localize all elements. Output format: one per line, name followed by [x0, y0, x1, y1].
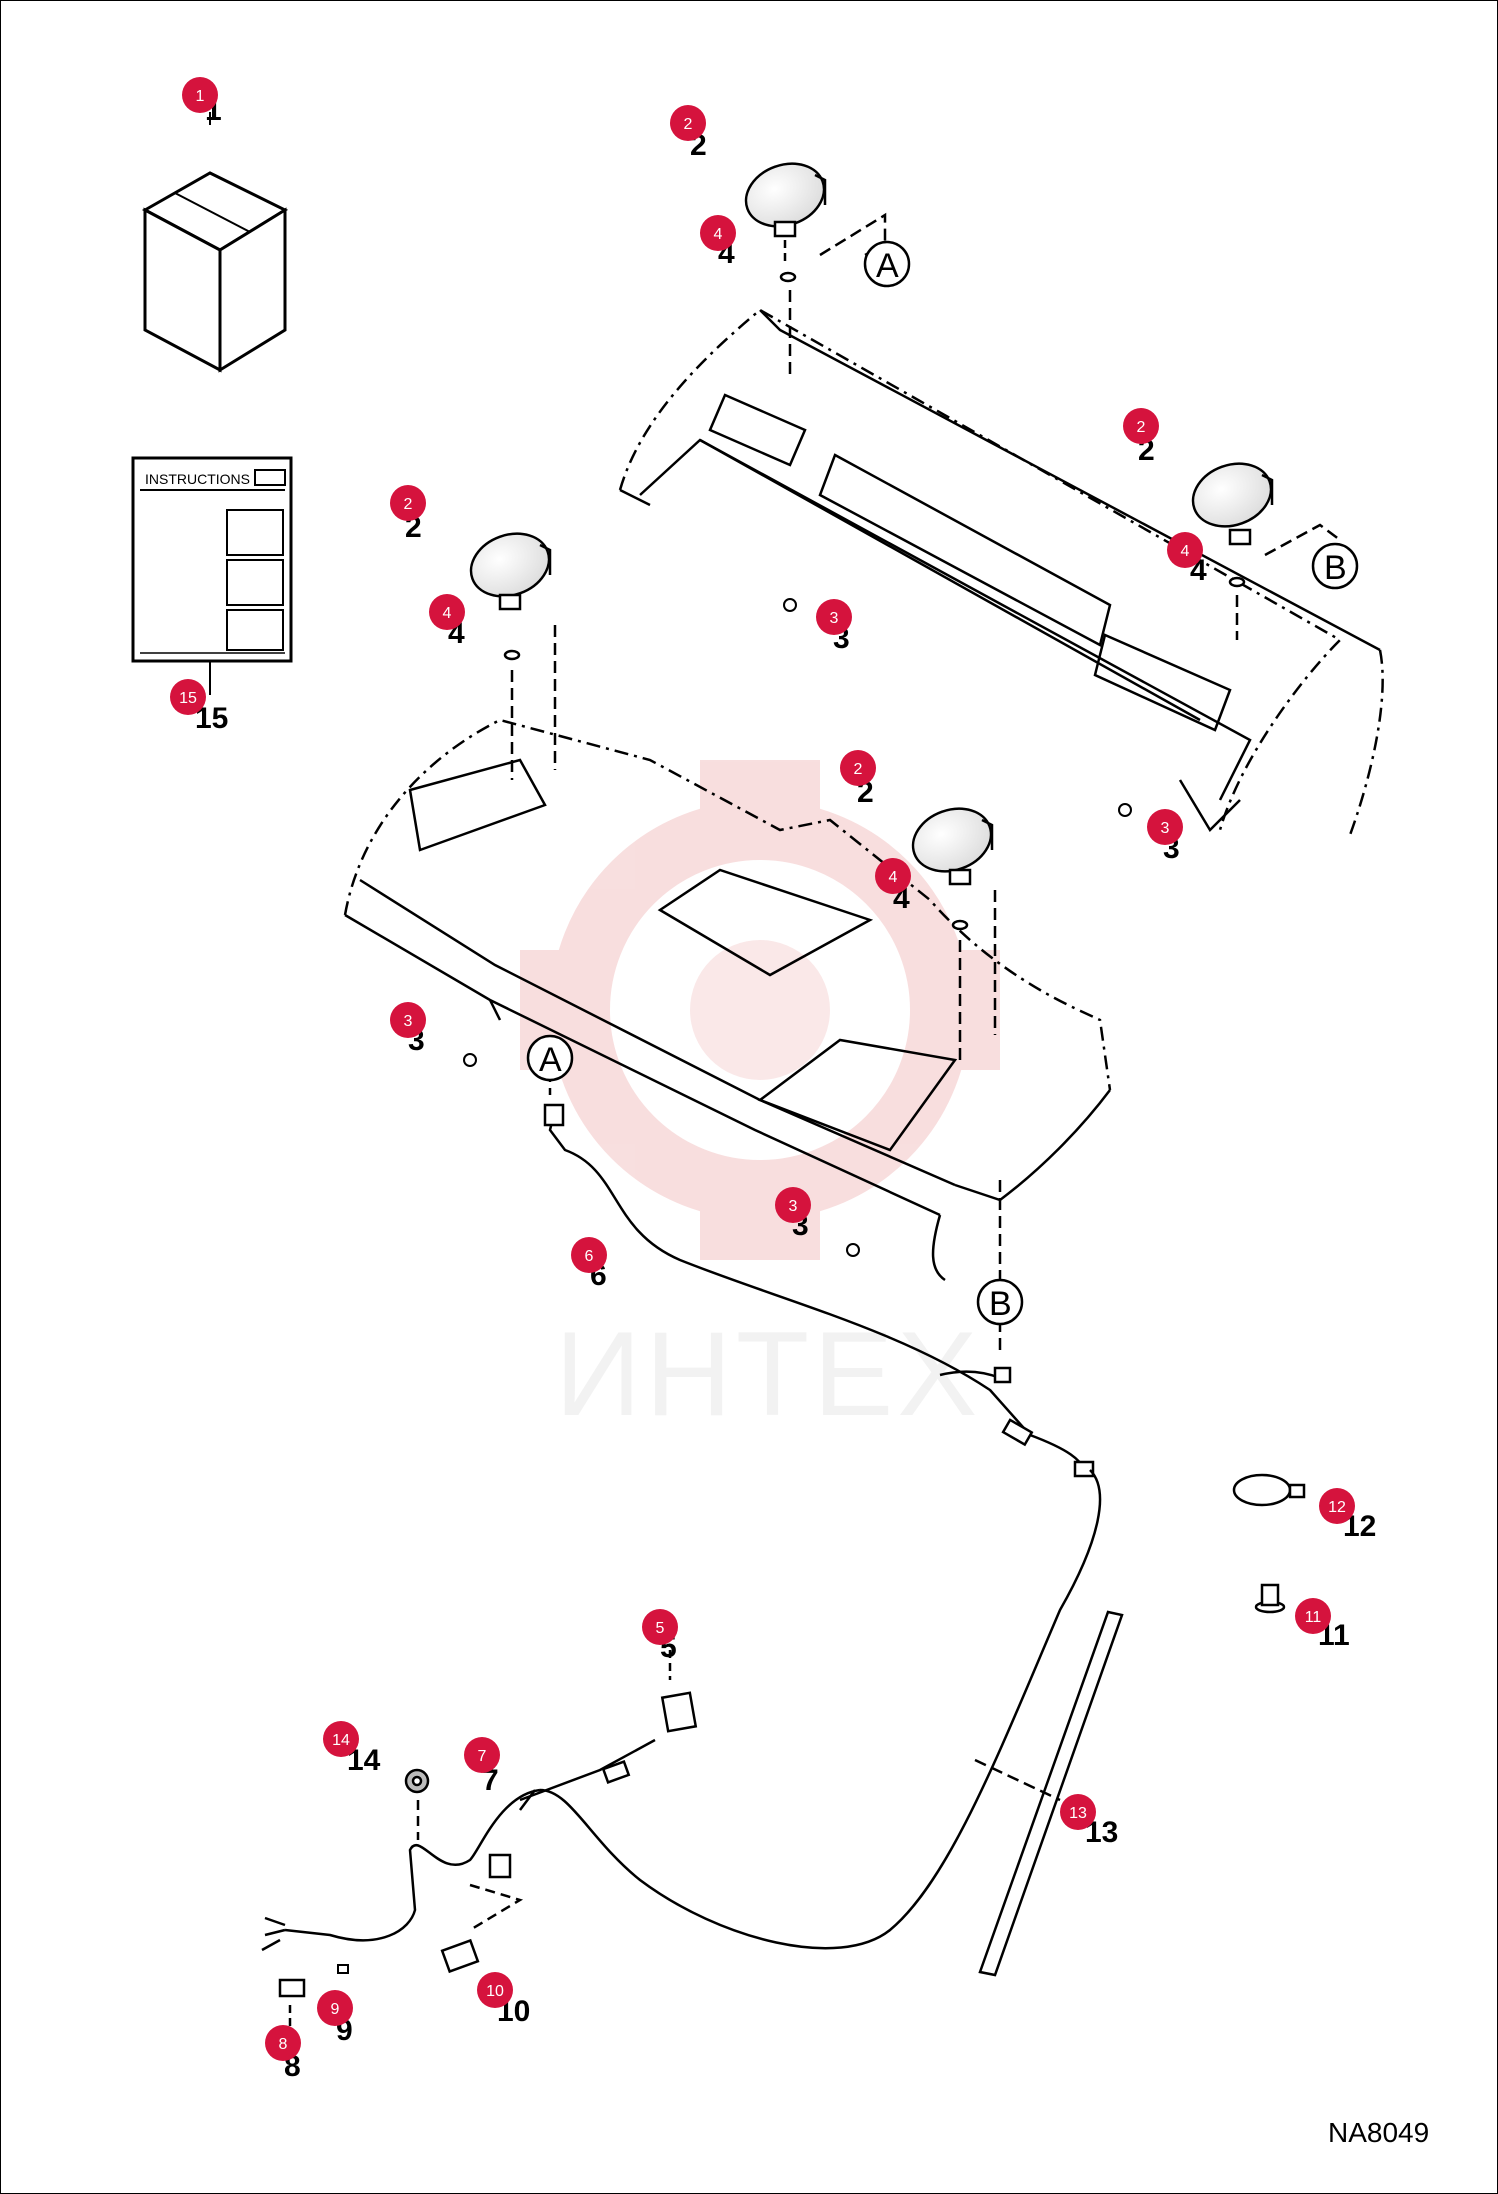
watermark-text: ИНТЕХ [555, 1307, 981, 1441]
harness-main [539, 1103, 1102, 1950]
callout-badge-number: 3 [1161, 820, 1170, 837]
front-panel [343, 718, 1112, 1282]
callout-badge [875, 858, 911, 894]
callout-badge-number: 5 [656, 1620, 665, 1637]
callout-badge-number: 10 [486, 1983, 504, 2000]
callout-badge [1123, 408, 1159, 444]
callout-badge [1167, 532, 1203, 568]
callout-badge-number: 3 [404, 1013, 413, 1030]
callout-badge [1295, 1598, 1331, 1634]
callout-badge [700, 215, 736, 251]
callout-badge-number: 1 [196, 88, 205, 105]
callout-badge [1319, 1488, 1355, 1524]
callout-badge [670, 105, 706, 141]
lamp-2 [1191, 462, 1274, 640]
part-trim [974, 1610, 1124, 1977]
callout-badge [571, 1237, 607, 1273]
callout-badge-number: 4 [443, 605, 452, 622]
svg-text:B: B [989, 1285, 1012, 1323]
part-cable-tie [1232, 1473, 1306, 1507]
lamp-4 [911, 807, 1002, 1280]
svg-text:A: A [539, 1041, 562, 1079]
lamp-1 [744, 162, 827, 380]
svg-text:B: B [1324, 549, 1347, 587]
part-grommet [404, 1768, 430, 1840]
callout-badge [642, 1609, 678, 1645]
callout-badge-number: 3 [830, 610, 839, 627]
callout-badge [265, 2025, 301, 2061]
part-fuse-holder [278, 1978, 306, 2030]
callout-badge-number: 3 [789, 1198, 798, 1215]
callout-badge-number: 13 [1069, 1805, 1087, 1822]
callout-badge-number: 4 [1181, 543, 1190, 560]
callout-badge [317, 1990, 353, 2026]
part-screw [1254, 1583, 1286, 1614]
rear-panel [618, 308, 1384, 836]
callout-badge-number: 11 [1305, 1609, 1322, 1626]
callout-badge [429, 594, 465, 630]
connector-A-top: A [863, 240, 911, 288]
drawing-reference: NA8049 [1328, 2117, 1429, 2148]
callout-badge-number: 6 [585, 1248, 594, 1265]
connector-B-top: B [1311, 542, 1359, 590]
callout-badge-number: 4 [714, 226, 723, 243]
callout-badge [390, 1002, 426, 1038]
callout-badge-number: 7 [478, 1748, 487, 1765]
callout-badge-number: 15 [179, 690, 197, 707]
callout-badge [477, 1972, 513, 2008]
part-box [141, 112, 289, 373]
callout-badge [840, 750, 876, 786]
callout-badge [816, 599, 852, 635]
lamp-3 [469, 532, 557, 780]
callout-badge-number: 2 [404, 496, 413, 513]
callout-badge [1147, 809, 1183, 845]
part-switch [660, 1650, 698, 1733]
instructions-sheet [131, 456, 293, 695]
part-relay [440, 1883, 524, 1974]
svg-text:A: A [876, 247, 899, 285]
callout-badge [464, 1737, 500, 1773]
callout-badge [1060, 1794, 1096, 1830]
callout-badge-number: 2 [1137, 419, 1146, 436]
callout-badge-number: 12 [1328, 1499, 1346, 1516]
callout-badge-number: 8 [279, 2036, 288, 2053]
callout-badge [182, 77, 218, 113]
callout-badge [390, 485, 426, 521]
callout-badge-number: 14 [332, 1732, 350, 1749]
callout-badge [775, 1187, 811, 1223]
callout-badge-number: 2 [684, 116, 693, 133]
instructions-label: INSTRUCTIONS [145, 471, 250, 487]
callout-badge-number: 9 [331, 2001, 340, 2018]
connector-A-bottom: A [526, 1034, 574, 1082]
nuts [463, 598, 1132, 1257]
callout-badge-number: 2 [854, 761, 863, 778]
connector-B-bottom: B [976, 1278, 1024, 1326]
harness-relay [261, 1738, 656, 1952]
callout-badge [323, 1721, 359, 1757]
callout-badge [170, 679, 206, 715]
callout-badge-number: 4 [889, 869, 898, 886]
part-fuse [337, 1964, 349, 1974]
